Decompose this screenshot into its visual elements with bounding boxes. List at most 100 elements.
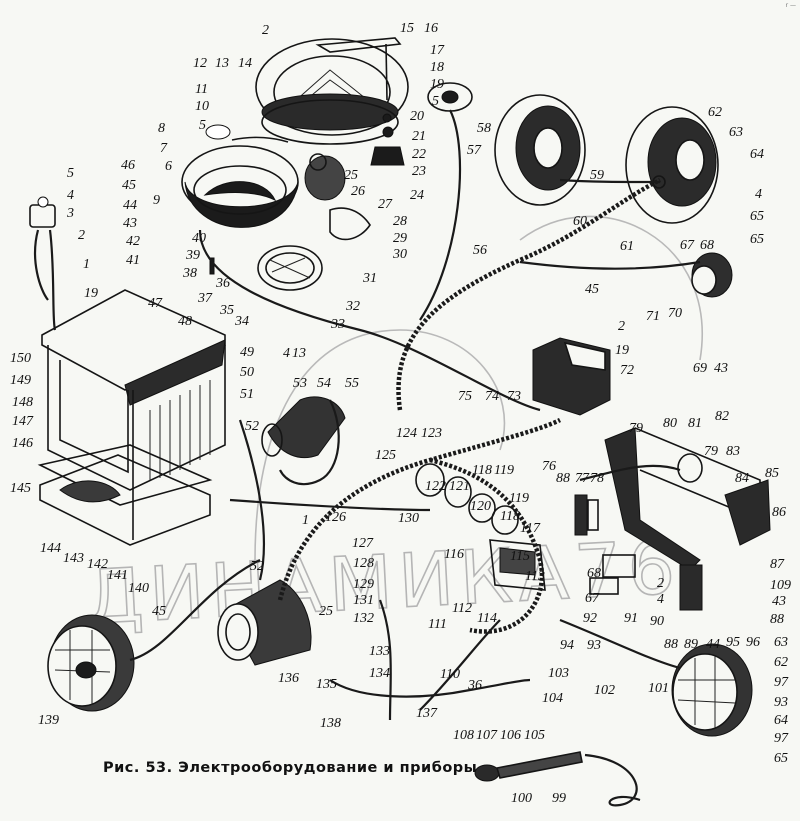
callout-label: 88 bbox=[664, 637, 678, 652]
callout-label: 60 bbox=[573, 214, 587, 229]
callout-label: 118 bbox=[500, 509, 520, 524]
battery bbox=[37, 289, 226, 546]
callout-label: 23 bbox=[412, 164, 426, 179]
callout-label: 79 bbox=[704, 444, 718, 459]
callout-label: 112 bbox=[452, 601, 472, 616]
callout-label: 65 bbox=[750, 209, 764, 224]
callout-label: 121 bbox=[449, 479, 470, 494]
callout-label: 101 bbox=[648, 681, 669, 696]
corner-mark: r — bbox=[785, 2, 796, 9]
callout-label: 13 bbox=[215, 56, 229, 71]
callout-label: 100 bbox=[511, 791, 532, 806]
callout-label: 117 bbox=[520, 521, 541, 536]
callout-label: 2 bbox=[657, 576, 664, 591]
callout-label: 145 bbox=[10, 481, 31, 496]
callout-label: 19 bbox=[84, 286, 98, 301]
callout-label: 3 bbox=[66, 206, 74, 221]
callout-label: 104 bbox=[542, 691, 563, 706]
callout-label: 50 bbox=[240, 365, 254, 380]
callout-label: 133 bbox=[369, 644, 390, 659]
callout-label: 15 bbox=[400, 21, 414, 36]
callout-label: 25 bbox=[319, 604, 333, 619]
fuse-blocks bbox=[574, 494, 636, 595]
callout-label: 125 bbox=[375, 448, 396, 463]
callout-label: 85 bbox=[765, 466, 779, 481]
callout-label: 13 bbox=[292, 346, 306, 361]
callout-label: 110 bbox=[440, 667, 460, 682]
wiring-harness bbox=[129, 109, 701, 721]
callout-label: 91 bbox=[624, 611, 638, 626]
callout-label: 132 bbox=[353, 611, 374, 626]
callout-label: 57 bbox=[467, 143, 482, 158]
callout-label: 6 bbox=[165, 159, 172, 174]
callout-label: 51 bbox=[240, 387, 254, 402]
callout-label: 41 bbox=[126, 253, 140, 268]
callout-label: 89 bbox=[684, 637, 698, 652]
callout-label: 82 bbox=[715, 409, 729, 424]
callout-label: 81 bbox=[688, 416, 702, 431]
callout-label: 93 bbox=[774, 695, 788, 710]
callout-label: 143 bbox=[63, 551, 84, 566]
callout-label: 61 bbox=[620, 239, 634, 254]
callout-label: 148 bbox=[12, 395, 33, 410]
callout-label: 111 bbox=[428, 617, 447, 632]
callout-label: 131 bbox=[353, 593, 374, 608]
callout-label: 84 bbox=[735, 471, 749, 486]
callout-label: 49 bbox=[240, 345, 254, 360]
callout-label: 67 bbox=[680, 238, 695, 253]
callout-label: 48 bbox=[178, 314, 192, 329]
housing-fan-assembly bbox=[181, 124, 371, 291]
callout-label: 135 bbox=[316, 677, 337, 692]
callout-label: 142 bbox=[87, 557, 108, 572]
callout-label: 25 bbox=[344, 168, 358, 183]
callout-label: 47 bbox=[148, 296, 163, 311]
figure-caption: Рис. 53. Электрооборудование и приборы bbox=[103, 760, 478, 776]
callout-label: 24 bbox=[410, 188, 424, 203]
callout-label: 141 bbox=[107, 568, 128, 583]
callout-label: 33 bbox=[330, 317, 345, 332]
callout-label: 26 bbox=[351, 184, 365, 199]
callout-label: 64 bbox=[750, 147, 764, 162]
callout-label: 69 bbox=[693, 361, 707, 376]
callout-label: 97 bbox=[774, 675, 789, 690]
inspection-lamp bbox=[474, 751, 641, 807]
callout-label: 78 bbox=[590, 471, 604, 486]
callout-label: 10 bbox=[195, 99, 209, 114]
relay-regulator bbox=[532, 337, 611, 416]
callout-label: 68 bbox=[700, 238, 714, 253]
callout-label: 39 bbox=[185, 248, 200, 263]
callout-label: 32 bbox=[345, 299, 360, 314]
callout-label: 8 bbox=[158, 121, 165, 136]
callout-label: 115 bbox=[510, 549, 530, 564]
callout-label: 99 bbox=[552, 791, 566, 806]
callout-label: 150 bbox=[10, 351, 31, 366]
callout-label: 31 bbox=[362, 271, 377, 286]
callout-label: 4 bbox=[283, 346, 290, 361]
callout-label: 88 bbox=[770, 612, 784, 627]
callout-label: 105 bbox=[524, 728, 545, 743]
callout-label: 16 bbox=[424, 21, 438, 36]
callout-label: 45 bbox=[152, 604, 166, 619]
callout-label: 58 bbox=[477, 121, 491, 136]
callout-label: 88 bbox=[556, 471, 570, 486]
callout-label: 129 bbox=[353, 577, 374, 592]
callout-label: 136 bbox=[278, 671, 299, 686]
callout-label: 27 bbox=[378, 197, 393, 212]
callout-label: 65 bbox=[750, 232, 764, 247]
callout-label: 90 bbox=[650, 614, 664, 629]
callout-label: 34 bbox=[234, 314, 249, 329]
callout-label: 130 bbox=[398, 511, 419, 526]
callout-label: 1 bbox=[83, 257, 90, 272]
callout-label: 134 bbox=[369, 666, 390, 681]
callout-label: 18 bbox=[430, 60, 444, 75]
callout-label: 36 bbox=[215, 276, 230, 291]
callout-label: 119 bbox=[509, 491, 529, 506]
callout-label: 68 bbox=[587, 566, 601, 581]
callout-label: 114 bbox=[477, 611, 497, 626]
callout-label: 56 bbox=[473, 243, 487, 258]
callout-label: 108 bbox=[453, 728, 474, 743]
callout-label: 63 bbox=[774, 635, 788, 650]
callout-label: 4 bbox=[657, 592, 664, 607]
callout-label: 102 bbox=[594, 683, 615, 698]
callout-label: 137 bbox=[416, 706, 438, 721]
